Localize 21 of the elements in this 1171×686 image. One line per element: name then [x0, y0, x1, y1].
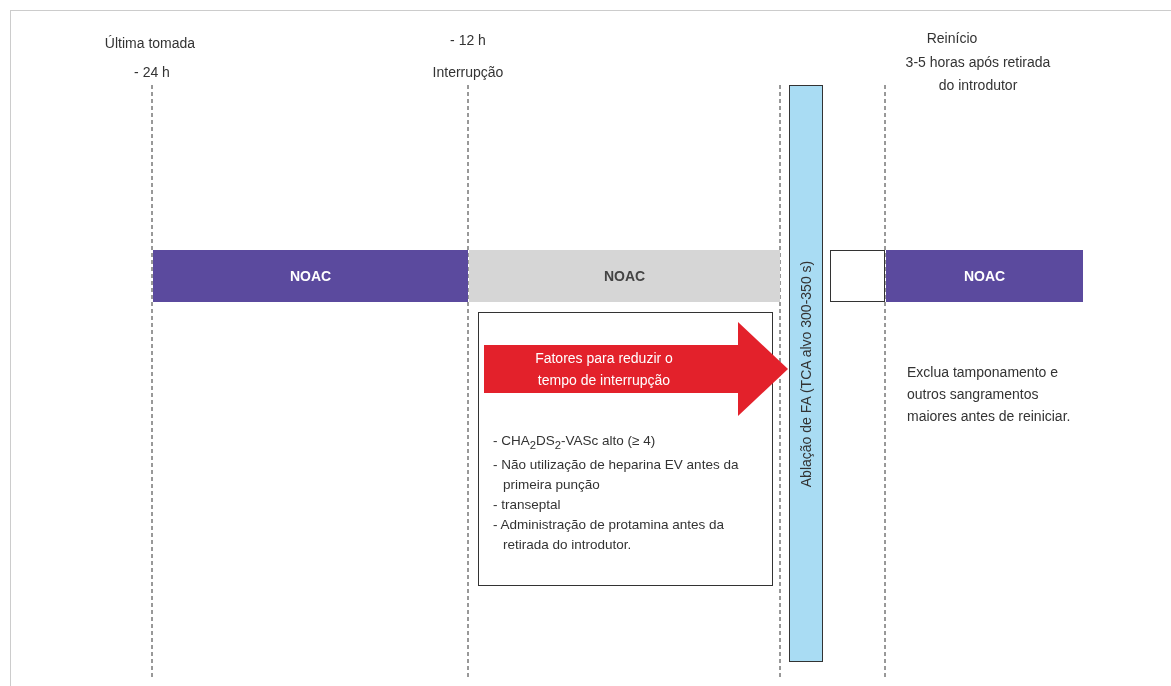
- arrow: [484, 322, 788, 416]
- edge-label: Fatores para reduzir o tempo de interrupção: [534, 349, 674, 390]
- ablation-label: Ablação de FA (TCA alvo 300-350 s): [798, 260, 814, 487]
- bullet-text: - transeptal: [493, 495, 562, 514]
- bullet-text: - Administração de protamina antes da retirada do introdutor.: [493, 515, 726, 554]
- bullet-text: - CHA$_{2}$DS$_{2}$-VASc alto (≥ 4): [493, 432, 657, 453]
- bar-label: NOAC: [603, 268, 646, 284]
- medication-bar: [469, 250, 780, 302]
- ablation-bar: [789, 85, 823, 662]
- timeline-label: - 24 h: [133, 63, 171, 82]
- timeline-label: 3-5 horas após retirada do introdutor: [904, 53, 1052, 95]
- timeline-label: Última tomada: [103, 34, 197, 53]
- medication-bar: [153, 250, 468, 302]
- timeline-label: Interrupção: [431, 63, 505, 82]
- bar-label: NOAC: [289, 268, 332, 284]
- timeline-label: Reinício: [925, 29, 979, 48]
- note-text: Exclua tamponamento e outros sangramentos maiores antes de reiniciar.: [907, 363, 1072, 426]
- bar-label: NOAC: [963, 268, 1006, 284]
- bullet-text: - Não utilização de heparina EV antes da primeira punção: [493, 455, 740, 494]
- timeline-label: - 12 h: [449, 31, 487, 50]
- medication-bar: [886, 250, 1083, 302]
